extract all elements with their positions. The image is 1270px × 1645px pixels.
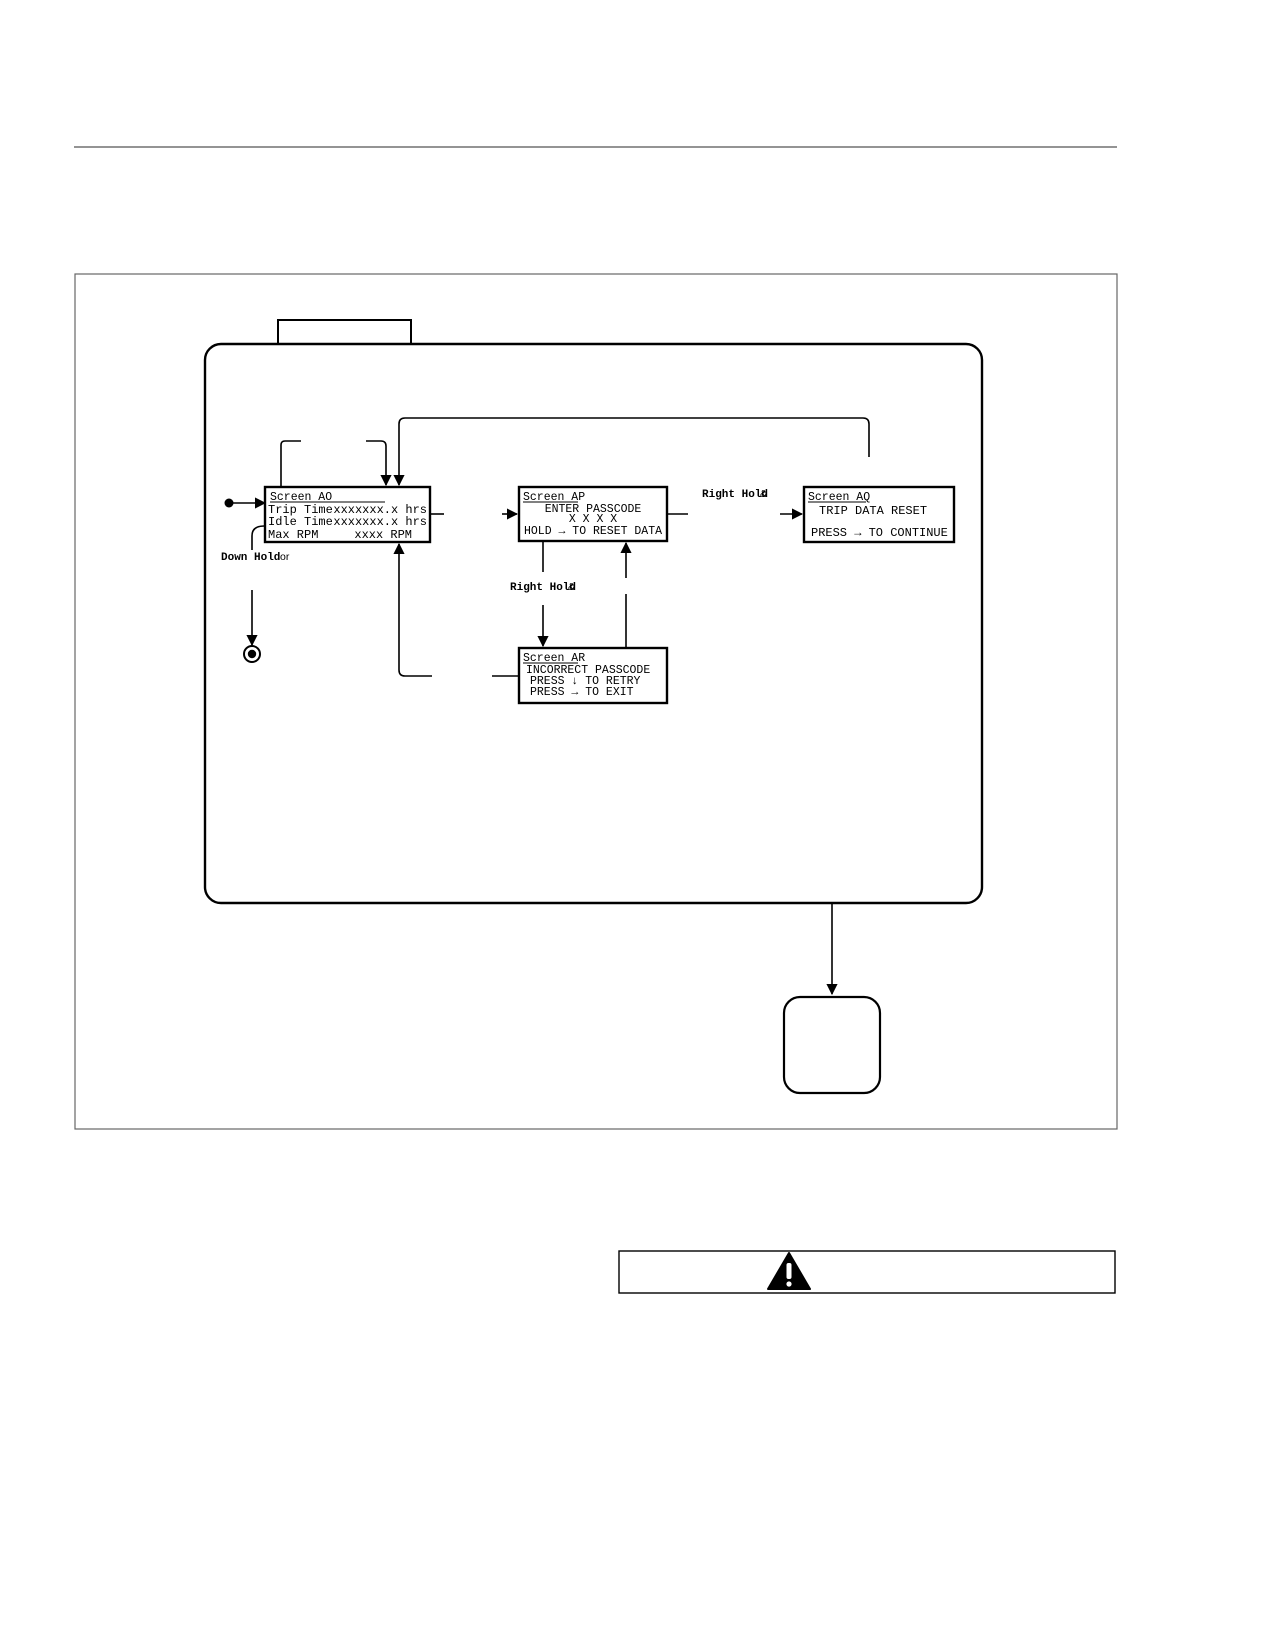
- ao-down-stub: [251, 525, 265, 550]
- right-hold-label-mid: Right Hold: [510, 582, 576, 594]
- ao-self-loop-arrow: [280, 440, 386, 487]
- screen-ao-line2-label: Idle Time: [268, 515, 333, 529]
- superstate-tab: [277, 319, 412, 345]
- right-hold-suffix-top: &: [760, 488, 767, 500]
- screen-ao-line3-label: Max RPM: [268, 528, 318, 542]
- warning-triangle-icon: [767, 1252, 811, 1290]
- screen-ar-title: Screen AR: [523, 652, 585, 665]
- screen-ao-title: Screen AO: [270, 491, 332, 504]
- screen-ao-line1-value: xxxxxxx.x hrs: [333, 503, 427, 517]
- down-hold-label: Down Hold: [221, 552, 280, 564]
- screen-ap-line2: X X X X: [569, 513, 617, 526]
- final-state-icon: [243, 645, 261, 663]
- right-hold-suffix-mid: &: [568, 581, 575, 593]
- screen-aq-title: Screen AQ: [808, 491, 870, 504]
- screen-ar-box: Screen AR INCORRECT PASSCODE PRESS ↓ TO …: [517, 646, 669, 705]
- screen-ao-line3-value: xxxx RPM: [354, 528, 412, 542]
- screen-ar-line1: INCORRECT PASSCODE: [526, 664, 650, 677]
- down-hold-suffix: or: [280, 551, 290, 563]
- screen-aq-box: Screen AQ TRIP DATA RESET PRESS → TO CON…: [802, 485, 956, 544]
- screen-ao-box: Screen AO Trip Time xxxxxxx.x hrs Idle T…: [263, 485, 432, 544]
- screen-ao-line1-label: Trip Time: [268, 503, 333, 517]
- screen-ap-line3: HOLD → TO RESET DATA: [524, 525, 662, 538]
- screen-ap-line1: ENTER PASSCODE: [545, 503, 642, 516]
- screen-ap-title: Screen AP: [523, 491, 585, 504]
- screen-ap-box: Screen AP ENTER PASSCODE X X X X HOLD → …: [517, 485, 669, 543]
- figure-frame: [74, 273, 1118, 1130]
- aq-to-ao-arrow: [393, 417, 870, 487]
- screen-aq-line2: PRESS → TO CONTINUE: [811, 526, 948, 540]
- right-hold-label-top: Right Hold: [702, 489, 768, 501]
- initial-state-dot: [224, 498, 234, 508]
- warning-banner: [618, 1250, 1116, 1294]
- screen-ar-line3: PRESS → TO EXIT: [530, 686, 634, 699]
- external-state-box: [782, 995, 882, 1095]
- superstate-container: [203, 342, 984, 905]
- screen-ao-line2-value: xxxxxxx.x hrs: [333, 515, 427, 529]
- screen-ar-line2: PRESS ↓ TO RETRY: [530, 675, 641, 688]
- ar-to-ao-arrow: [399, 544, 519, 677]
- screen-aq-line1: TRIP DATA RESET: [819, 504, 927, 518]
